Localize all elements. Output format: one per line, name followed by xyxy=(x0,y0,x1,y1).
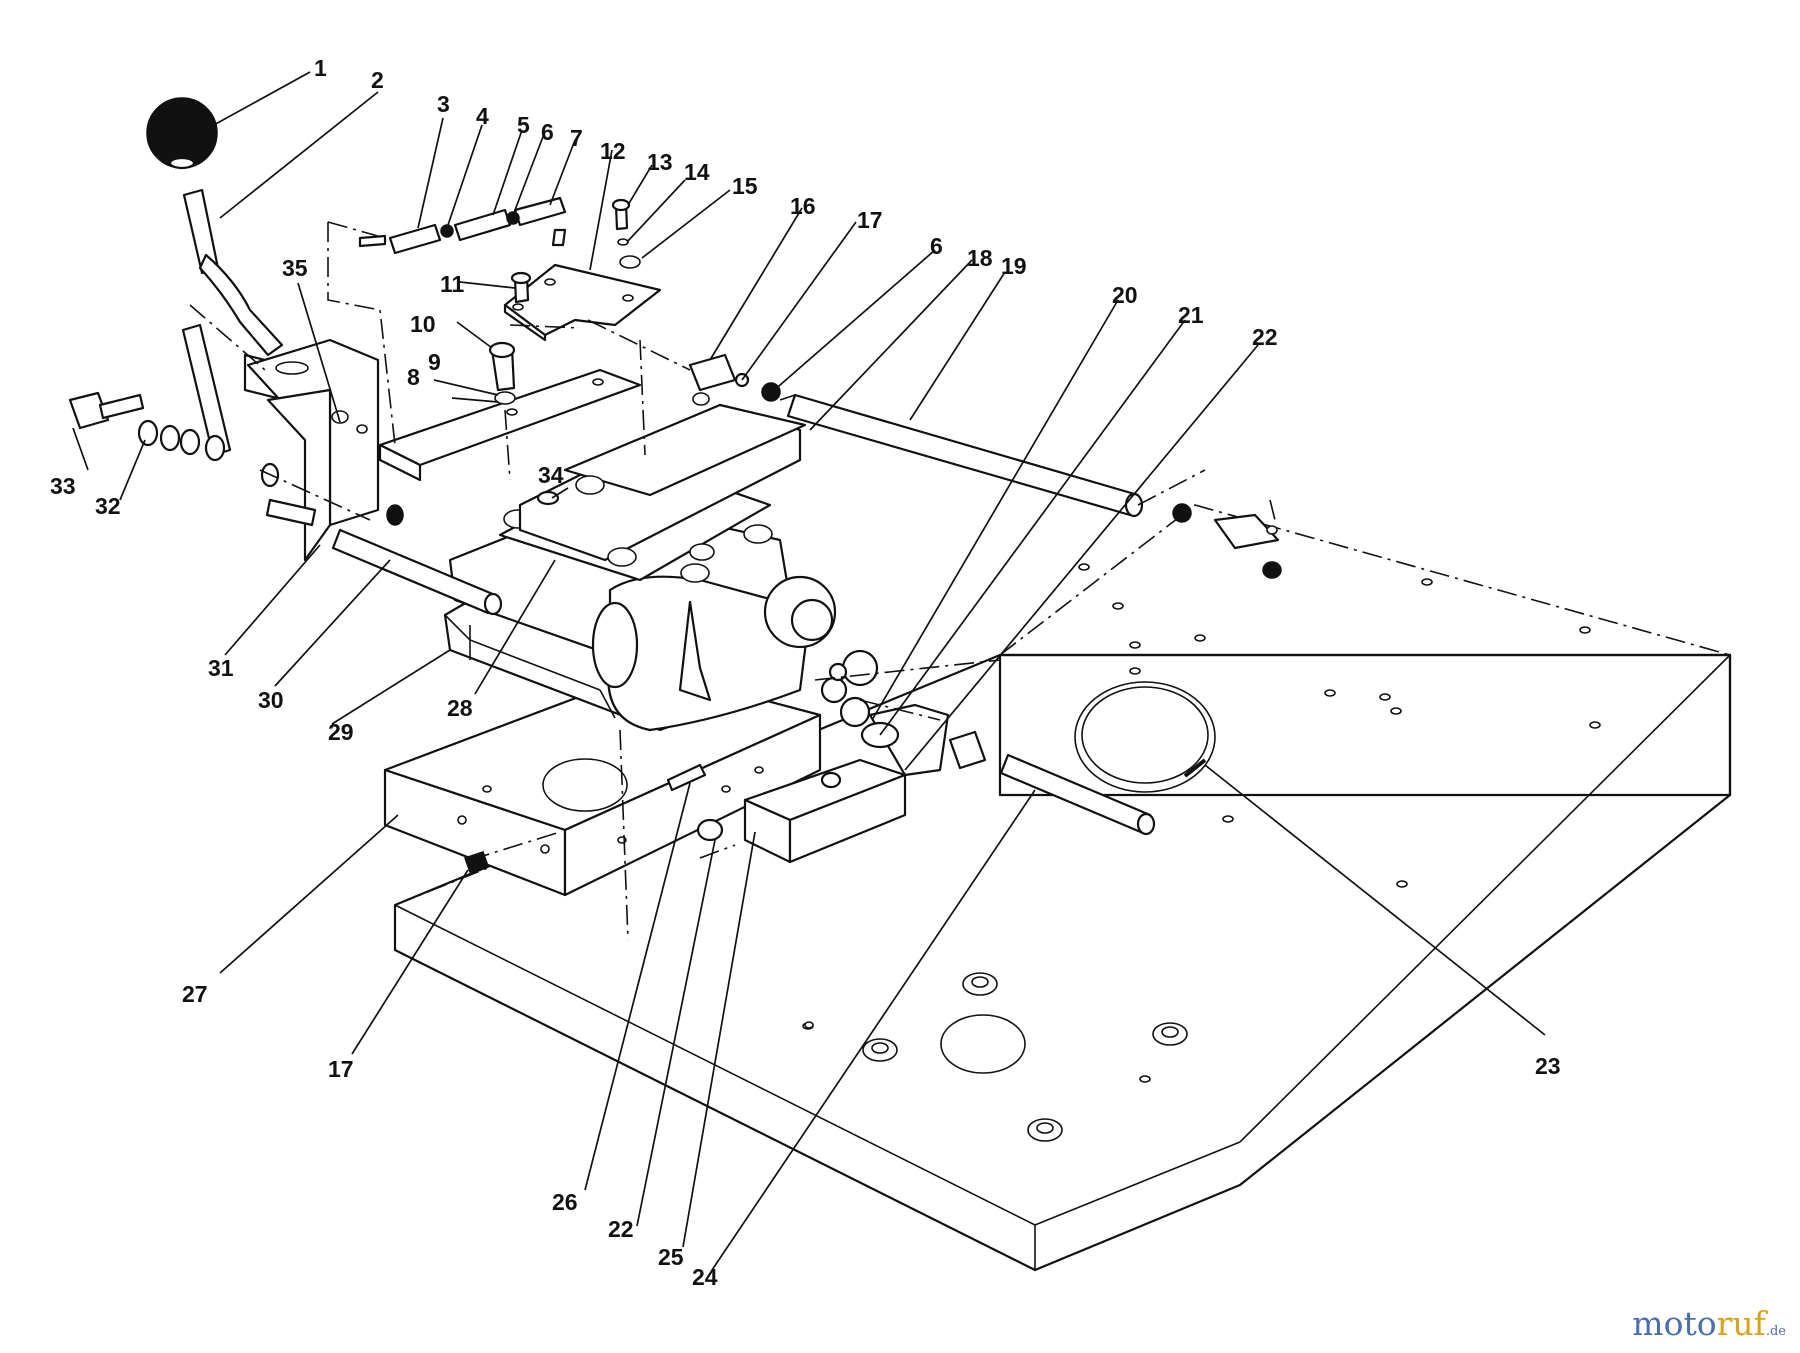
label-16: 16 xyxy=(790,193,816,219)
label-8: 8 xyxy=(407,364,420,390)
label-33: 33 xyxy=(50,473,76,499)
bracket-plate xyxy=(378,368,642,482)
watermark-logo: motoruf.de xyxy=(1632,1304,1786,1343)
label-27: 27 xyxy=(182,981,208,1007)
label-32: 32 xyxy=(95,493,121,519)
part-labels: 1 2 3 4 5 6 7 12 13 14 15 16 17 6 18 19 … xyxy=(50,55,1561,1290)
label-35: 35 xyxy=(282,255,308,281)
label-13: 13 xyxy=(647,149,673,175)
label-20: 20 xyxy=(1112,282,1138,308)
label-19: 19 xyxy=(1001,253,1027,279)
label-25: 25 xyxy=(658,1244,684,1270)
label-2: 2 xyxy=(371,67,384,93)
label-10: 10 xyxy=(410,311,436,337)
label-6: 6 xyxy=(541,119,554,145)
label-31: 31 xyxy=(208,655,234,681)
watermark-part-2: ruf xyxy=(1716,1304,1766,1343)
label-24: 24 xyxy=(692,1264,718,1290)
label-9: 9 xyxy=(428,349,441,375)
label-22b: 22 xyxy=(608,1216,634,1242)
watermark-part-3: .de xyxy=(1765,1324,1786,1339)
label-18: 18 xyxy=(967,245,993,271)
label-12: 12 xyxy=(600,138,626,164)
leader-lines xyxy=(72,71,1546,1271)
label-23: 23 xyxy=(1535,1053,1561,1079)
label-26: 26 xyxy=(552,1189,578,1215)
fasteners xyxy=(68,198,1282,873)
watermark-part-1: moto xyxy=(1632,1304,1717,1343)
label-34: 34 xyxy=(538,462,564,488)
assembly-lines xyxy=(189,221,1276,859)
label-29: 29 xyxy=(328,719,354,745)
transmission xyxy=(443,403,879,732)
label-17b: 17 xyxy=(328,1056,354,1082)
label-22: 22 xyxy=(1252,324,1278,350)
label-21: 21 xyxy=(1178,302,1204,328)
linkage-rod xyxy=(358,196,567,255)
control-plate xyxy=(503,263,662,342)
label-7: 7 xyxy=(570,125,583,151)
label-1: 1 xyxy=(314,55,327,81)
label-6b: 6 xyxy=(930,233,943,259)
label-28: 28 xyxy=(447,695,473,721)
label-14: 14 xyxy=(684,159,710,185)
label-4: 4 xyxy=(476,103,489,129)
label-5: 5 xyxy=(517,112,530,138)
label-3: 3 xyxy=(437,91,450,117)
shafts xyxy=(331,393,1156,836)
label-11: 11 xyxy=(440,271,465,297)
label-17: 17 xyxy=(857,207,883,233)
label-30: 30 xyxy=(258,687,284,713)
label-15: 15 xyxy=(732,173,758,199)
